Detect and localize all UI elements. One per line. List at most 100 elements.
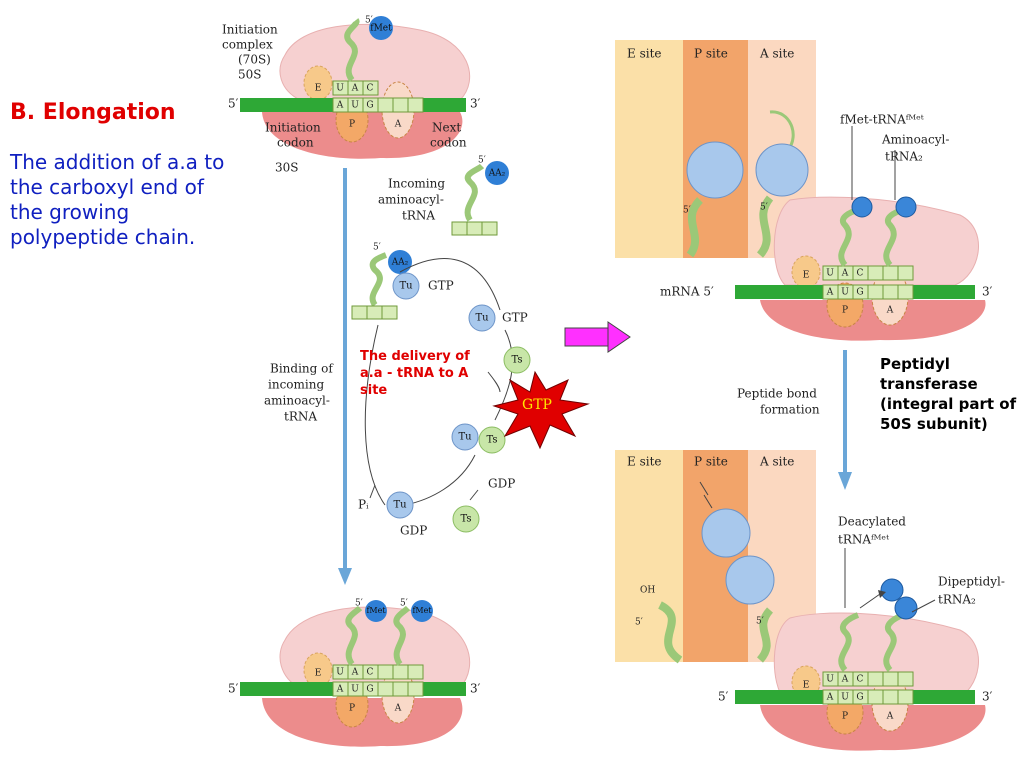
rt-site-e: E (803, 271, 810, 281)
codon-2: U (351, 101, 359, 111)
fmet-trna-label: fMet-tRNAᶠᴹᵉᵗ (840, 113, 924, 127)
tu-4: Tu (393, 500, 407, 511)
mrna-5-top: mRNA 5′ (660, 285, 714, 299)
delivery-annotation: The delivery of a.a - tRNA to A site (360, 349, 470, 398)
p-site-bottom: P site (694, 455, 728, 469)
three-prime-rt: 3′ (982, 285, 993, 299)
rb-five-prime-2: 5′ (756, 617, 764, 627)
bl-anticodon-2: A (351, 668, 359, 678)
ts-1: Ts (511, 355, 522, 366)
section-description: The addition of a.a to the carboxyl end … (10, 150, 225, 249)
peptide-bond-2: formation (760, 403, 820, 417)
gtp-star-label: GTP (522, 397, 552, 413)
tu-1: Tu (399, 281, 413, 292)
rt-codon-2: U (841, 288, 849, 298)
bl-codon-1: A (336, 685, 344, 695)
five-prime-bl: 5′ (228, 682, 239, 696)
init-codon-2: codon (277, 136, 314, 150)
site-p-top: P (349, 120, 355, 130)
init-complex-2: complex (222, 38, 273, 52)
a-site-bottom: A site (759, 455, 794, 469)
anticodon-3: C (367, 84, 374, 94)
rt-anticodon-3: C (857, 269, 864, 279)
rt-five-prime-1: 5′ (683, 206, 691, 216)
deacylated-2: tRNAᶠᴹᵉᵗ (838, 533, 889, 547)
gtp-starburst: GTP (492, 370, 590, 450)
three-prime-bl: 3′ (470, 682, 481, 696)
aa2-label-bound: AA₂ (391, 258, 409, 268)
incoming-3: tRNA (402, 209, 435, 223)
e-site-bottom: E site (627, 455, 662, 469)
dipeptidyl-2: tRNA₂ (938, 593, 976, 607)
tu-2: Tu (475, 313, 489, 324)
anticodon-2: A (351, 84, 359, 94)
five-prime-left: 5′ (228, 97, 239, 111)
bl-anticodon-1: U (336, 668, 344, 678)
bottom-left-ribosome: U A C A U G fMet fMet 5′ 5′ E P A 5′ 3′ (228, 599, 481, 747)
fmet-label-top: fMet (370, 24, 392, 34)
right-top-panel: E site P site A site 5′ 5′ U A C A U G (615, 40, 993, 341)
dipeptidyl-1: Dipeptidyl- (938, 575, 1005, 589)
binding-4: tRNA (284, 410, 317, 424)
ef-tu-cycle: Tu GTP Ts Tu Ts Tu GDP Ts GDP Pᵢ (358, 258, 531, 538)
five-prime-bound: 5′ (373, 243, 381, 253)
site-a-top: A (394, 120, 402, 130)
codon-3: G (366, 101, 373, 111)
rb-five-prime-1: 5′ (635, 618, 643, 628)
process-arrow-right (838, 350, 852, 490)
codon-1: A (336, 101, 344, 111)
incoming-2: aminoacyl- (378, 193, 444, 207)
rb-site-a: A (886, 712, 894, 722)
bl-codon-3: G (366, 685, 373, 695)
site-a-bl: A (394, 704, 402, 714)
site-p-bl: P (349, 704, 355, 714)
rt-site-p: P (842, 306, 848, 316)
transition-arrow (564, 321, 631, 353)
incoming-1: Incoming (388, 177, 445, 191)
rt-anticodon-1: U (826, 269, 834, 279)
aa2-label-incoming: AA₂ (488, 169, 506, 179)
init-codon-1: Initiation (265, 121, 321, 135)
three-prime-rb: 3′ (982, 690, 993, 704)
five-prime-bl-1: 5′ (355, 599, 363, 609)
five-prime-rb: 5′ (718, 690, 729, 704)
next-codon-2: codon (430, 136, 467, 150)
ts-2: Ts (486, 435, 497, 446)
rb-codon-3: G (856, 693, 863, 703)
p-site-top: P site (694, 47, 728, 61)
rb-codon-1: A (826, 693, 834, 703)
rt-site-a: A (886, 306, 894, 316)
section-heading: B. Elongation (10, 100, 176, 125)
pi-label: Pᵢ (358, 498, 369, 512)
ts-3: Ts (460, 514, 471, 525)
aminoacyl-2: tRNA₂ (885, 150, 923, 164)
deacylated-1: Deacylated (838, 515, 906, 529)
gdp-2: GDP (488, 477, 515, 491)
site-e-bl: E (315, 669, 322, 679)
rb-site-e: E (803, 681, 810, 691)
rb-anticodon-3: C (857, 675, 864, 685)
e-site-top: E site (627, 47, 662, 61)
fmet-bl-1: fMet (366, 606, 386, 615)
next-codon-1: Next (432, 121, 461, 135)
subunit-30s: 30S (275, 161, 299, 175)
rb-anticodon-2: A (841, 675, 849, 685)
site-e-top: E (315, 84, 322, 94)
peptidyl-transferase-note: Peptidyl transferase (integral part of 5… (880, 355, 1017, 433)
gtp-2: GTP (502, 311, 528, 325)
peptide-bond-1: Peptide bond (737, 387, 817, 401)
trna-tu-gtp-complex: AA₂ 5′ Tu GTP (351, 243, 454, 320)
rb-anticodon-1: U (826, 675, 834, 685)
right-bottom-panel: E site P site A site OH 5′ 5′ U A C A U … (615, 450, 1005, 751)
five-prime-incoming: 5′ (478, 156, 486, 166)
binding-2: incoming (268, 378, 324, 392)
rb-codon-2: U (841, 693, 849, 703)
gtp-1: GTP (428, 279, 454, 293)
anticodon-1: U (336, 84, 344, 94)
rt-codon-1: A (826, 288, 834, 298)
five-prime-trna-top: 5′ (365, 16, 373, 26)
oh-label: OH (640, 586, 655, 596)
initiation-complex: U A C A U G fMet 5′ E P A 5′ 3′ Initiati… (222, 16, 481, 175)
tu-3: Tu (458, 432, 472, 443)
